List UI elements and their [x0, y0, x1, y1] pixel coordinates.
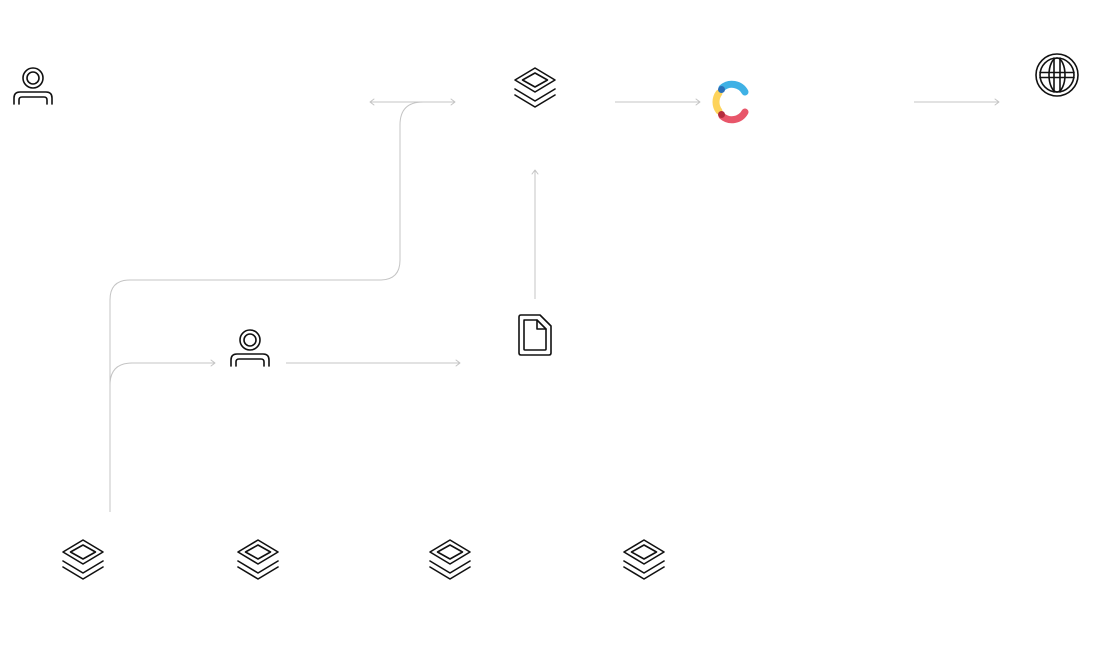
globe-icon — [1035, 53, 1079, 97]
connectors — [109, 98, 1000, 512]
layers-icon — [514, 67, 556, 108]
arrowhead-hub — [450, 98, 456, 106]
arrowhead-document — [455, 359, 461, 367]
arrowhead-globe — [994, 98, 1000, 106]
user-icon — [13, 67, 53, 105]
arrowhead-contentful — [695, 98, 701, 106]
connector-bottom-to-user — [109, 362, 215, 386]
layers-icon — [429, 539, 471, 580]
connector-bottom-to-hub — [109, 101, 424, 512]
arrowhead-hub-up — [531, 169, 539, 175]
arrowhead-left — [369, 98, 375, 106]
layers-icon — [623, 539, 665, 580]
document-icon — [518, 314, 552, 356]
arrowhead-user-middle — [210, 359, 216, 367]
contentful-logo-icon — [712, 80, 749, 124]
layers-icon — [62, 539, 104, 580]
layers-icon — [237, 539, 279, 580]
user-icon — [230, 329, 270, 367]
